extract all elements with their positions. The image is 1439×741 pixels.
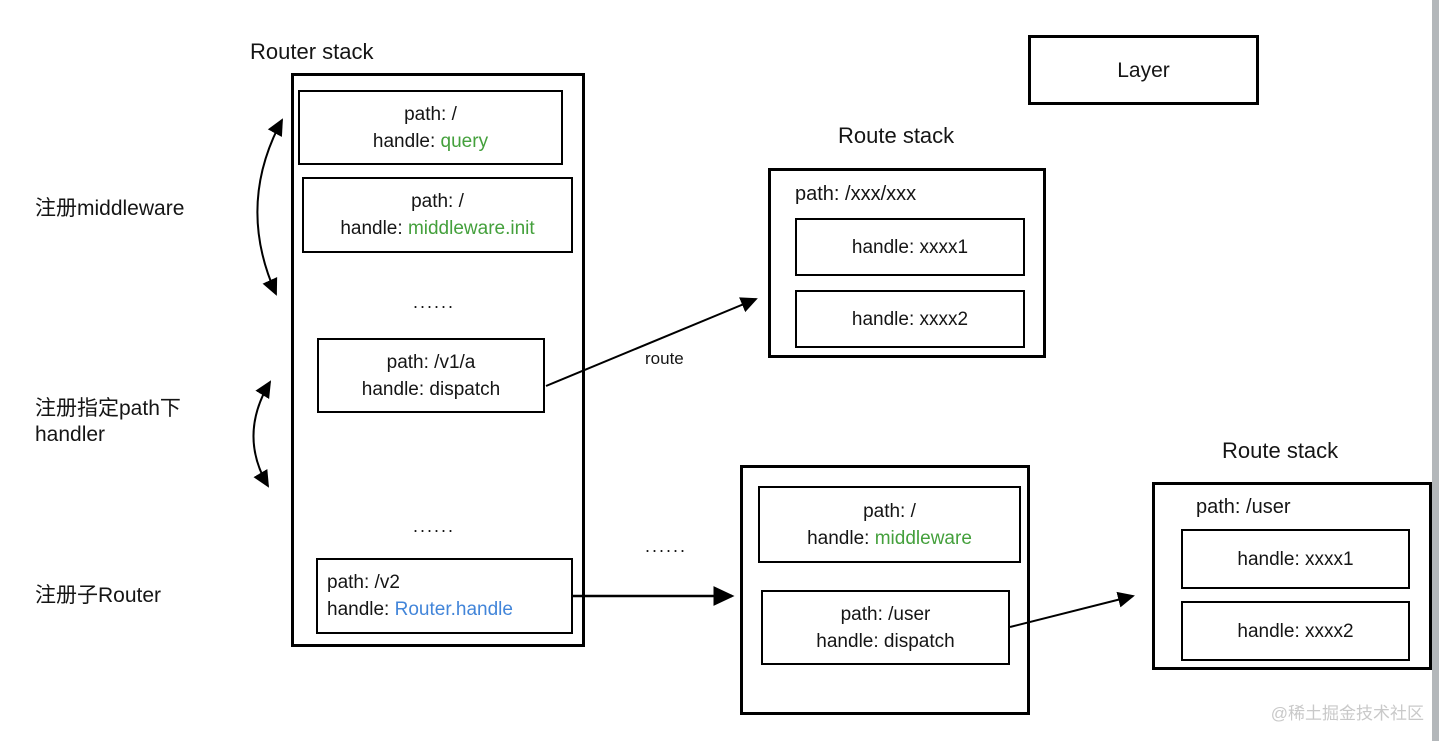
connector-ellipsis: ...... [645, 536, 688, 556]
layer-query: path: / handle: query [298, 90, 563, 165]
layer-v1a-handle: handle: dispatch [361, 378, 501, 400]
sub-layer-middleware-handle: handle: middleware [807, 527, 972, 549]
route-stack-bottom-handle-2: handle: xxxx2 [1181, 601, 1410, 661]
handle-value-middleware: middleware [874, 527, 972, 549]
handle-value-middleware-init: middleware.init [407, 218, 535, 239]
arrow-register-path-handler [252, 380, 272, 488]
layer-v2-router-handle: path: /v2 handle: Router.handle [316, 558, 573, 634]
route-stack-top-handle-2: handle: xxxx2 [795, 290, 1025, 348]
route-stack-top-title: Route stack [838, 123, 955, 148]
route-stack-top-path: path: /xxx/xxx [795, 183, 917, 205]
layer-middleware-init-handle: handle: middleware.init [340, 218, 535, 239]
layer-middleware-init-path: path: / [411, 191, 464, 212]
route-stack-bottom-title: Route stack [1222, 438, 1339, 463]
label-register-path-handler-line2: handler [35, 423, 106, 446]
label-register-middleware: 注册middleware [35, 197, 185, 220]
label-register-sub-router: 注册子Router [35, 584, 162, 607]
layer-legend-box: Layer [1028, 35, 1259, 105]
label-register-path-handler-line1: 注册指定path下 [35, 397, 181, 420]
route-stack-bottom-handle-1: handle: xxxx1 [1181, 529, 1410, 589]
sub-router-box: path: / handle: middleware path: /user h… [740, 465, 1030, 715]
router-stack-ellipsis-1: ...... [413, 292, 456, 312]
handle-value-router-handle: Router.handle [394, 599, 513, 620]
layer-middleware-init: path: / handle: middleware.init [302, 177, 573, 253]
route-stack-top-handle-1: handle: xxxx1 [795, 218, 1025, 276]
sub-layer-middleware: path: / handle: middleware [758, 486, 1021, 563]
router-stack-ellipsis-2: ...... [413, 516, 456, 536]
handle-value-query: query [440, 130, 489, 152]
route-stack-bottom-path: path: /user [1196, 496, 1291, 518]
layer-v2-handle: handle: Router.handle [327, 599, 513, 620]
router-stack-title: Router stack [250, 39, 374, 64]
handle-value-dispatch: dispatch [429, 378, 501, 400]
layer-legend-label: Layer [1117, 58, 1170, 82]
watermark: @稀土掘金技术社区 [1270, 704, 1424, 723]
sub-layer-middleware-path: path: / [863, 500, 916, 522]
layer-query-handle: handle: query [372, 130, 489, 152]
handle-value-sub-dispatch: dispatch [883, 630, 955, 652]
layer-query-path: path: / [404, 103, 457, 125]
sub-layer-user-dispatch: path: /user handle: dispatch [761, 590, 1010, 665]
layer-v2-path: path: /v2 [327, 572, 400, 593]
route-stack-bottom-box: path: /user handle: xxxx1 handle: xxxx2 [1152, 482, 1432, 670]
route-arrow-label: route [645, 349, 684, 368]
route-stack-top-box: path: /xxx/xxx handle: xxxx1 handle: xxx… [768, 168, 1046, 358]
layer-v1a-path: path: /v1/a [386, 351, 476, 373]
layer-v1a-dispatch: path: /v1/a handle: dispatch [317, 338, 545, 413]
sub-layer-user-handle: handle: dispatch [816, 630, 955, 652]
sub-layer-user-path: path: /user [840, 603, 931, 625]
arrow-register-middleware [256, 118, 283, 296]
label-register-path-handler: 注册指定path下 handler [35, 396, 181, 448]
right-edge-strip [1432, 0, 1439, 741]
